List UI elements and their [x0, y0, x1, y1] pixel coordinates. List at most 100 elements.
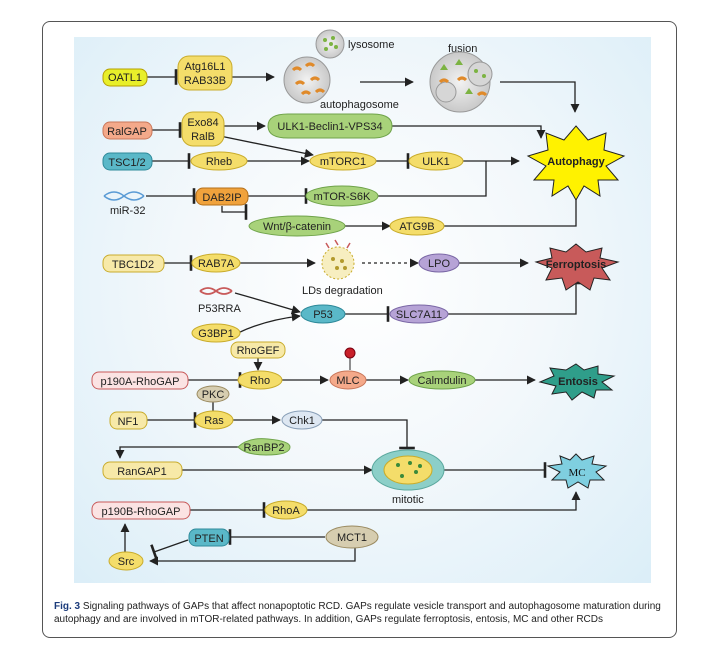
- fusion-vesicle: [429, 51, 493, 113]
- node-wnt-beta-catenin: Wnt/β-catenin: [248, 215, 346, 237]
- entosis-burst: Entosis: [538, 363, 616, 401]
- lysosome-vesicle: [315, 29, 345, 59]
- svg-text:RanGAP1: RanGAP1: [117, 466, 167, 478]
- edge-chk1-mitotic: [322, 419, 415, 450]
- node-chk1: Chk1: [281, 410, 323, 430]
- figure-caption: Fig. 3 Signaling pathways of GAPs that a…: [54, 600, 664, 626]
- caption-text: Signaling pathways of GAPs that affect n…: [54, 601, 661, 625]
- svg-text:PKC: PKC: [202, 389, 225, 401]
- lysosome-label: lysosome: [348, 39, 394, 51]
- node-p190a-rhogap: p190A-RhoGAP: [91, 371, 189, 390]
- mitotic-cell-icon: [371, 449, 445, 491]
- edge-ranbp2-rangap1: [115, 446, 240, 459]
- svg-text:p190B-RhoGAP: p190B-RhoGAP: [102, 506, 181, 518]
- svg-text:SLC7A11: SLC7A11: [396, 309, 442, 321]
- svg-text:Calmdulin: Calmdulin: [418, 375, 467, 387]
- node-atg9b: ATG9B: [389, 216, 445, 236]
- node-rheb: Rheb: [190, 151, 248, 171]
- autophagy-burst: Autophagy: [526, 125, 626, 202]
- p53rra-label: P53RRA: [198, 303, 241, 315]
- svg-text:TSC1/2: TSC1/2: [108, 157, 145, 169]
- node-p53: P53: [300, 304, 346, 324]
- node-atg16l1-rab33b: Atg16L1 RAB33B: [177, 55, 233, 91]
- node-ralgap: RalGAP: [102, 121, 153, 140]
- node-nf1: NF1: [109, 411, 148, 430]
- svg-text:P53: P53: [313, 309, 333, 321]
- node-exo84-ralb: Exo84 RalB: [181, 111, 225, 147]
- lds-degradation-label: LDs degradation: [302, 285, 383, 297]
- node-slc7a11: SLC7A11: [389, 304, 449, 324]
- svg-text:RhoGEF: RhoGEF: [237, 345, 280, 357]
- node-mct1: MCT1: [325, 525, 379, 549]
- mirna-helix-icon: [103, 191, 145, 201]
- svg-text:Chk1: Chk1: [289, 415, 315, 427]
- node-ranbp2: RanBP2: [237, 438, 291, 456]
- node-rhoa: RhoA: [264, 500, 308, 520]
- edge-pten-src: [150, 539, 189, 560]
- mir32-label: miR-32: [110, 205, 145, 217]
- svg-text:PTEN: PTEN: [194, 533, 223, 545]
- svg-text:RalGAP: RalGAP: [107, 126, 147, 138]
- edge-mct1-src: [149, 548, 356, 566]
- mc-burst: MC: [546, 453, 608, 489]
- svg-text:NF1: NF1: [118, 416, 139, 428]
- svg-text:ULK1: ULK1: [422, 156, 450, 168]
- svg-text:RAB33B: RAB33B: [184, 75, 226, 87]
- node-rab7a: RAB7A: [191, 253, 241, 273]
- svg-text:p190A-RhoGAP: p190A-RhoGAP: [101, 376, 180, 388]
- edge-dab2ip-wnt: [221, 204, 248, 220]
- edge-p53rra-p53: [234, 292, 301, 315]
- node-calmdulin: Calmdulin: [408, 370, 476, 390]
- edge-slc7a11-ferroptosis: [447, 281, 584, 315]
- svg-text:DAB2IP: DAB2IP: [202, 192, 241, 204]
- node-pkc: PKC: [196, 385, 230, 403]
- node-mlc: MLC: [329, 347, 367, 390]
- lipid-droplet-icon: [321, 239, 355, 280]
- edge-fusion-autophagy: [500, 81, 580, 113]
- node-g3bp1: G3BP1: [191, 323, 241, 343]
- node-rho: Rho: [237, 370, 283, 390]
- svg-text:ULK1-Beclin1-VPS34: ULK1-Beclin1-VPS34: [277, 121, 382, 133]
- node-src: Src: [108, 551, 144, 571]
- svg-text:Rheb: Rheb: [206, 156, 232, 168]
- svg-text:Autophagy: Autophagy: [547, 156, 605, 168]
- svg-text:Wnt/β-catenin: Wnt/β-catenin: [263, 221, 331, 233]
- node-ras: Ras: [194, 410, 234, 430]
- mitotic-label: mitotic: [392, 494, 424, 506]
- node-dab2ip: DAB2IP: [195, 187, 249, 206]
- autophagosome-vesicle: [283, 56, 331, 104]
- node-mtorc1: mTORC1: [309, 151, 377, 171]
- node-lpo: LPO: [418, 253, 460, 273]
- svg-text:Atg16L1: Atg16L1: [185, 61, 226, 73]
- node-ulk1: ULK1: [408, 151, 464, 171]
- svg-text:RAB7A: RAB7A: [198, 258, 235, 270]
- svg-text:LPO: LPO: [428, 258, 450, 270]
- p53rra-helix-icon: [199, 287, 233, 295]
- svg-text:G3BP1: G3BP1: [198, 328, 233, 340]
- edge-mtors6k-autophagy: [378, 161, 487, 197]
- node-rangap1: RanGAP1: [102, 461, 183, 480]
- svg-text:Ras: Ras: [204, 415, 224, 427]
- node-ulk1-beclin1-vps34: ULK1-Beclin1-VPS34: [267, 113, 393, 139]
- svg-text:RhoA: RhoA: [272, 505, 300, 517]
- edge-ulk1complex-autophagy: [392, 125, 546, 139]
- node-tbc1d2: TBC1D2: [102, 254, 165, 273]
- ferroptosis-burst: Ferroptosis: [534, 243, 620, 291]
- svg-text:Ferroptosis: Ferroptosis: [546, 259, 607, 271]
- svg-text:RanBP2: RanBP2: [244, 442, 285, 454]
- node-pten: PTEN: [188, 528, 230, 547]
- node-mtor-s6k: mTOR-S6K: [305, 185, 379, 207]
- svg-text:MC: MC: [568, 467, 585, 479]
- svg-text:Src: Src: [118, 556, 135, 568]
- node-tsc12: TSC1/2: [102, 152, 153, 171]
- edge-ralb-mtorc1: [219, 135, 314, 158]
- svg-text:mTOR-S6K: mTOR-S6K: [314, 191, 371, 203]
- svg-text:ATG9B: ATG9B: [399, 221, 434, 233]
- svg-text:RalB: RalB: [191, 131, 215, 143]
- svg-text:MLC: MLC: [336, 375, 359, 387]
- edges: [115, 69, 584, 566]
- svg-text:Exo84: Exo84: [187, 117, 218, 129]
- svg-text:TBC1D2: TBC1D2: [112, 259, 154, 271]
- node-rhogef: RhoGEF: [230, 341, 286, 359]
